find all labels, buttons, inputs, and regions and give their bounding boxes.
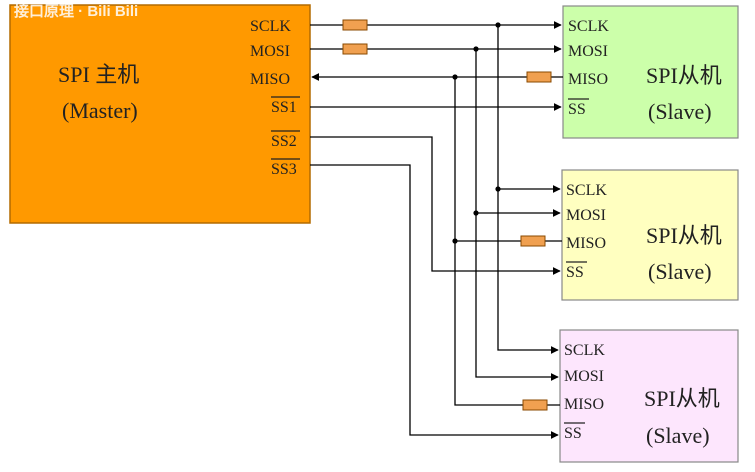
slave1-box <box>562 5 739 139</box>
resistor-miso-slave2 <box>520 235 546 247</box>
master-pin-sclk: SCLK <box>250 18 291 35</box>
slave2-pin-sclk: SCLK <box>566 182 607 199</box>
slave3-title: SPI从机 <box>644 386 720 411</box>
slave1-pin-sclk: SCLK <box>568 18 609 35</box>
resistor-mosi <box>342 43 368 55</box>
slave3-pin-mosi: MOSI <box>564 368 604 385</box>
sclk-branch-slave3 <box>497 189 559 354</box>
slave1-title: SPI从机 <box>646 63 722 88</box>
resistor-miso-slave1 <box>526 71 552 83</box>
master-pin-mosi: MOSI <box>250 43 290 60</box>
mosi-junction-2 <box>473 210 479 216</box>
master-box <box>9 4 311 224</box>
slave2-title: SPI从机 <box>646 223 722 248</box>
mosi-branch-slave3 <box>475 213 559 381</box>
slave2-subtitle: (Slave) <box>648 259 712 284</box>
miso-branch-slave2 <box>454 77 562 242</box>
slave2-box <box>561 169 739 301</box>
miso-junction-1 <box>452 74 458 80</box>
ss3-wire <box>310 164 559 439</box>
slave1-pin-miso: MISO <box>568 71 608 88</box>
sclk-junction-2 <box>495 186 501 192</box>
mosi-junction-1 <box>473 46 479 52</box>
slave3-box <box>559 329 739 463</box>
master-pin-ss1: SS1 <box>271 99 297 116</box>
slave3-pin-sclk: SCLK <box>564 342 605 359</box>
resistor-sclk <box>342 19 368 31</box>
master-pin-ss3: SS3 <box>271 161 297 178</box>
master-pin-ss2: SS2 <box>271 133 297 150</box>
slave3-pin-miso: MISO <box>564 396 604 413</box>
watermark-overlay: 接口原理 · Bili Bili <box>14 2 138 20</box>
slave3-pin-ss: SS <box>564 425 582 442</box>
miso-branch-slave3 <box>454 241 560 406</box>
miso-junction-2 <box>452 238 458 244</box>
ss2-wire <box>310 136 561 275</box>
master-title: SPI 主机 <box>58 62 139 87</box>
slave1-subtitle: (Slave) <box>648 99 712 124</box>
slave2-pin-mosi: MOSI <box>566 207 606 224</box>
master-pin-miso: MISO <box>250 71 290 88</box>
slave1-pin-ss: SS <box>568 101 586 118</box>
resistor-miso-slave3 <box>522 399 548 411</box>
slave3-subtitle: (Slave) <box>646 423 710 448</box>
slave1-pin-mosi: MOSI <box>568 43 608 60</box>
slave2-pin-ss: SS <box>566 264 584 281</box>
slave2-pin-miso: MISO <box>566 235 606 252</box>
sclk-junction-1 <box>495 22 501 28</box>
master-subtitle: (Master) <box>62 98 138 123</box>
